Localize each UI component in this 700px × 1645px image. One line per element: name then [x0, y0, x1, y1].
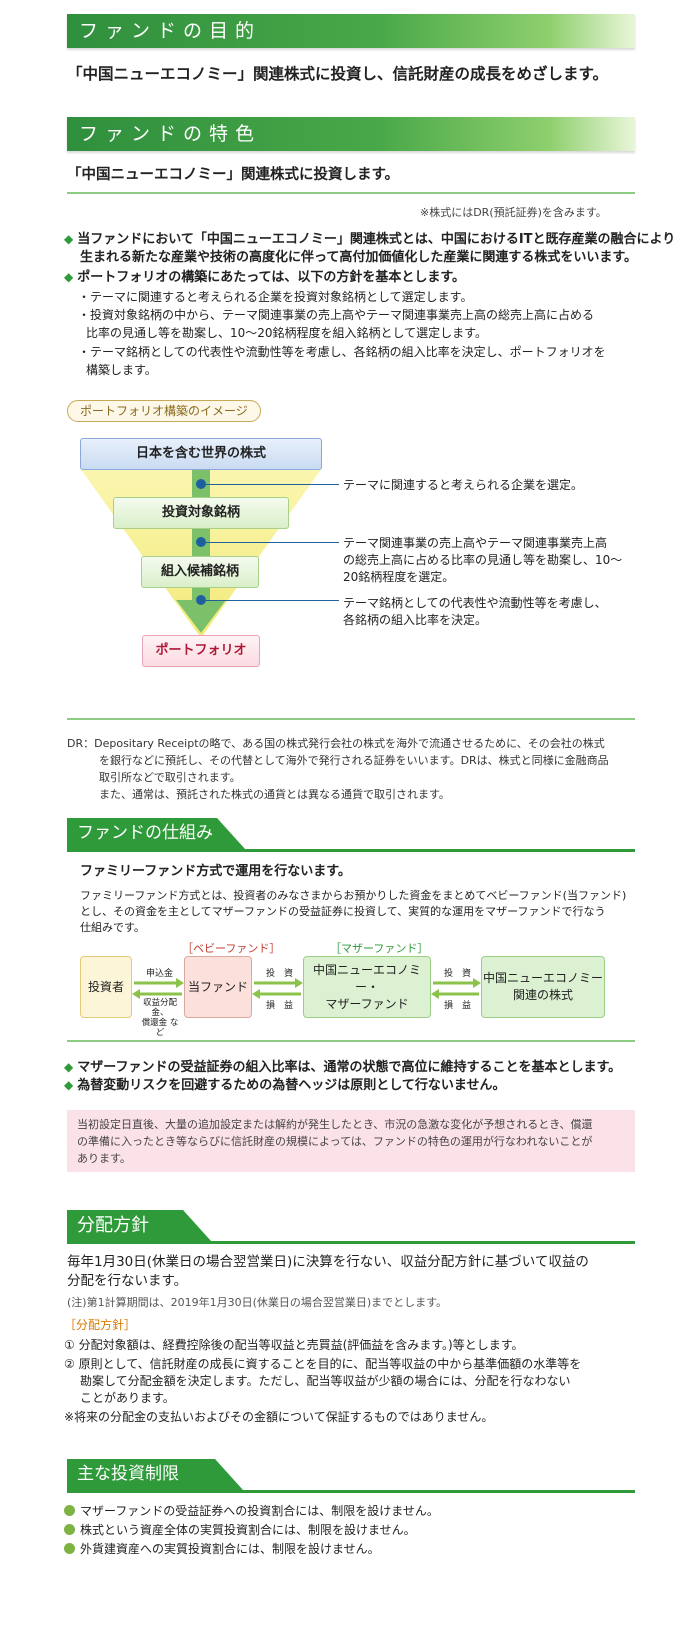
purpose-heading: ファンドの目的: [67, 14, 635, 48]
bullet-icon: [64, 1543, 75, 1554]
purpose-text: 「中国ニューエコノミー」関連株式に投資し、信託財産の成長をめざします。: [67, 65, 608, 83]
connector-line: [206, 484, 339, 485]
structure-desc: とし、その資金を主としてマザーファンドの受益証券に投資して、実質的な運用をマザー…: [80, 905, 606, 918]
divider: [67, 192, 635, 194]
restriction-item: マザーファンドの受益証券への投資割合には、制限を設けません。: [64, 1502, 439, 1520]
distribution-policy-label: ［分配方針］: [64, 1318, 137, 1332]
bullet-icon: [64, 1524, 75, 1535]
stage-note-3-cont: 各銘柄の組入比率を決定。: [343, 613, 488, 627]
caution-box: 当初設定日直後、大量の追加設定または解約が発生したとき、市況の急激な変化が予想さ…: [67, 1110, 635, 1172]
feature-bullet-2: ◆ポートフォリオの構築にあたっては、以下の方針を基本とします。: [64, 270, 466, 285]
dr-definition-cont: 取引所などで取引されます。: [99, 771, 241, 784]
distribution-item-2-cont: ことがあります。: [80, 1391, 175, 1405]
returns-label: 収益分配金、償還金 など: [141, 998, 179, 1038]
distribution-note: (注)第1計算期間は、2019年1月30日(休業日の場合翌営業日)までとします。: [67, 1296, 448, 1309]
structure-subheading: ファミリーファンド方式で運用を行ないます。: [80, 864, 351, 879]
diamond-icon: ◆: [64, 1060, 74, 1074]
flow-arrows: [431, 978, 481, 999]
dr-definition: DR：Depositary Receiptの略で、ある国の株式発行会社の株式を海…: [67, 737, 605, 750]
diamond-icon: ◆: [64, 1078, 74, 1092]
feature-sub-3: ・テーマ銘柄としての代表性や流動性等を考慮し、各銘柄の組入比率を決定し、ポートフ…: [78, 345, 606, 359]
stage-world-stocks: 日本を含む世界の株式: [80, 438, 322, 470]
invest-label: 投 資: [266, 969, 294, 979]
investor-box: 投資者: [80, 956, 132, 1018]
stage-note-3: テーマ銘柄としての代表性や流動性等を考慮し、: [343, 596, 607, 610]
mother-fund-box: 中国ニューエコノミー・マザーファンド: [303, 956, 431, 1018]
stage-note-2: テーマ関連事業の売上高やテーマ関連事業売上高: [343, 536, 608, 550]
stage-note-2-cont: の総売上高に占める比率の見通し等を勘案し、10～: [343, 553, 623, 567]
dr-definition-cont: を銀行などに預託し、その代替として海外で発行される証券をいいます。DRは、株式と…: [99, 754, 609, 767]
distribution-main: 毎年1月30日(休業日の場合翌営業日)に決算を行ない、収益分配方針に基づいて収益…: [67, 1254, 589, 1270]
stage-investment-targets: 投資対象銘柄: [113, 497, 289, 529]
features-subheading: 「中国ニューエコノミー」関連株式に投資します。: [67, 167, 400, 183]
structure-heading: ファンドの仕組み: [67, 818, 635, 852]
distribution-main-cont: 分配を行ないます。: [67, 1273, 188, 1289]
stage-note-1: テーマに関連すると考えられる企業を選定。: [343, 478, 584, 492]
feature-sub-2: ・投資対象銘柄の中から、テーマ関連事業の売上高やテーマ関連事業売上高の総売上高に…: [78, 308, 595, 322]
connector-line: [206, 600, 339, 601]
distribution-item-2-cont: 勘案して分配金額を決定します。ただし、配当等収益が少額の場合には、分配を行なわな…: [80, 1374, 571, 1388]
structure-desc: 仕組みです。: [80, 921, 145, 934]
stocks-box: 中国ニューエコノミー関連の株式: [481, 956, 605, 1018]
diamond-icon: ◆: [64, 270, 74, 284]
feature-bullet-1: ◆当ファンドにおいて「中国ニューエコノミー」関連株式とは、中国におけるITと既存…: [64, 232, 676, 247]
distribution-heading: 分配方針: [67, 1210, 635, 1244]
profit-label: 損 益: [444, 1001, 472, 1011]
diamond-icon: ◆: [64, 232, 74, 246]
feature-sub-3-cont: 構築します。: [86, 363, 157, 377]
invest-label: 投 資: [444, 969, 472, 979]
bullet-icon: [64, 1505, 75, 1516]
baby-fund-label: ［ベビーファンド］: [182, 942, 281, 955]
stage-portfolio: ポートフォリオ: [142, 635, 260, 667]
restriction-item: 外貨建資産への実質投資割合には、制限を設けません。: [64, 1540, 380, 1558]
dr-note: ※株式にはDR(預託証券)を含みます。: [420, 206, 607, 219]
flow-arrows: [132, 978, 184, 999]
divider: [67, 718, 635, 720]
subscription-label: 申込金: [146, 969, 174, 979]
distribution-item-1: ① 分配対象額は、経費控除後の配当等収益と売買益(評価益を含みます。)等とします…: [64, 1338, 524, 1352]
restriction-item: 株式という資産全体の実質投資割合には、制限を設けません。: [64, 1521, 416, 1539]
restrictions-heading: 主な投資制限: [67, 1459, 635, 1493]
feature-bullet-1-cont: 生まれる新たな産業や技術の高度化に伴って高付加価値化した産業に関連する株式をいい…: [80, 250, 638, 265]
stage-note-2-cont: 20銘柄程度を選定。: [343, 570, 455, 584]
distribution-item-2: ② 原則として、信託財産の成長に資することを目的に、配当等収益の中から基準価額の…: [64, 1357, 582, 1371]
stage-candidates: 組入候補銘柄: [141, 556, 259, 588]
structure-desc: ファミリーファンド方式とは、投資者のみなさまからお預かりした資金をまとめてベビー…: [80, 889, 627, 902]
structure-point-1: ◆マザーファンドの受益証券の組入比率は、通常の状態で高位に維持することを基本とし…: [64, 1060, 622, 1075]
feature-sub-1: ・テーマに関連すると考えられる企業を投資対象銘柄として選定します。: [78, 290, 473, 304]
flow-arrows: [252, 978, 303, 999]
divider: [67, 1040, 635, 1042]
features-heading: ファンドの特色: [67, 117, 635, 151]
our-fund-box: 当ファンド: [184, 956, 252, 1018]
mother-fund-label: ［マザーファンド］: [330, 942, 429, 955]
connector-line: [206, 542, 339, 543]
portfolio-image-label: ポートフォリオ構築のイメージ: [67, 400, 261, 422]
dr-definition-cont: また、通常は、預託された株式の通貨とは異なる通貨で取引されます。: [99, 788, 450, 801]
structure-point-2: ◆為替変動リスクを回避するための為替ヘッジは原則として行ないません。: [64, 1078, 506, 1093]
distribution-disclaimer: ※将来の分配金の支払いおよびその金額について保証するものではありません。: [64, 1410, 494, 1424]
profit-label: 損 益: [266, 1001, 294, 1011]
feature-sub-2-cont: 比率の見通し等を勘案し、10～20銘柄程度を組入銘柄として選定します。: [86, 326, 487, 340]
